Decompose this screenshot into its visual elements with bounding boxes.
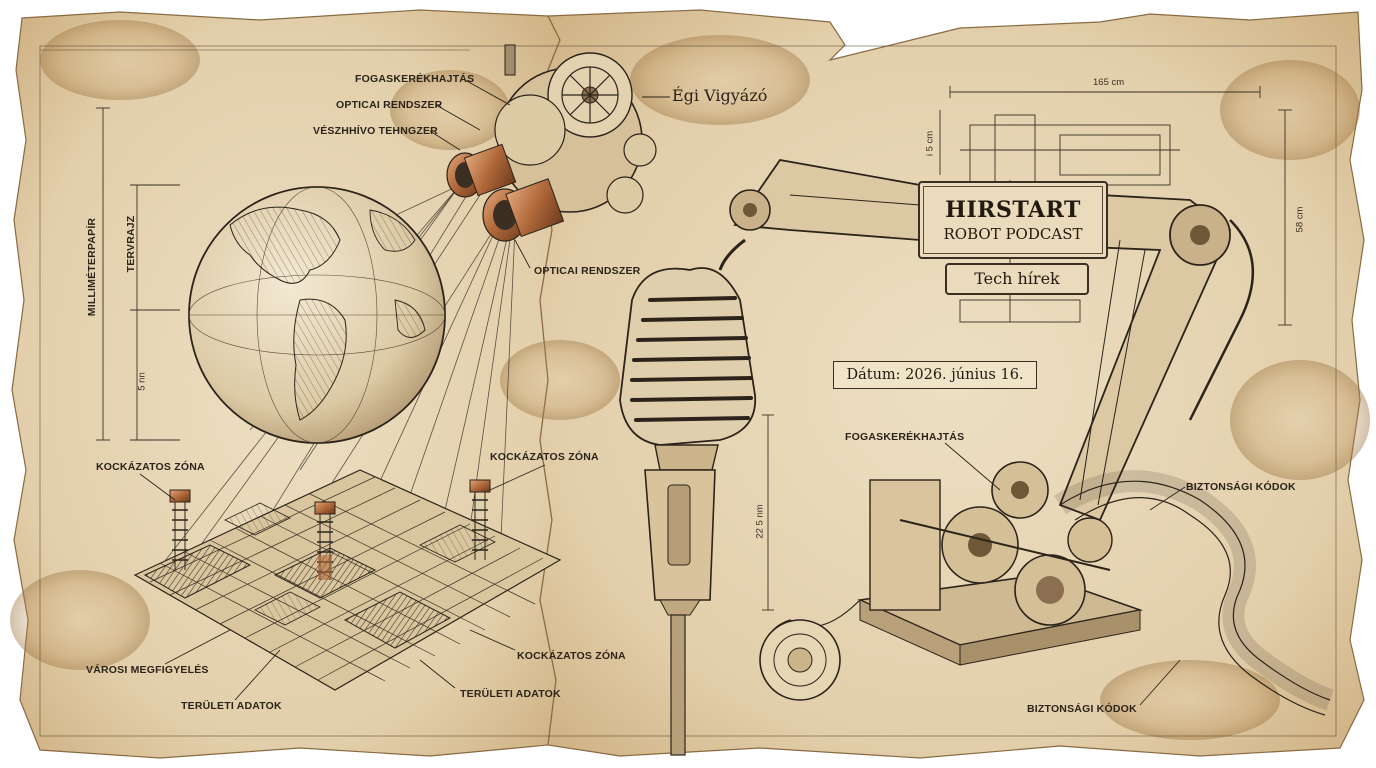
label-gear-drive-top: FOGASKERÉKHAJTÁS (355, 73, 475, 85)
dimension-height-small: i 5 cm (924, 130, 936, 157)
goggle-right (482, 178, 565, 242)
dimension-height-right: 58 cm (1294, 206, 1306, 233)
side-label-blueprint: TERVRAJZ (125, 215, 137, 273)
podcast-subtitle: ROBOT PODCAST (943, 225, 1083, 243)
gear-base-machine (857, 461, 1144, 666)
base-dimension-line (762, 414, 774, 611)
label-risk-zone-center: KOCKÁZATOS ZÓNA (490, 451, 599, 463)
punched-tape (759, 470, 1334, 716)
label-area-data-right: TERÜLETI ADATOK (460, 688, 561, 700)
side-label-graph-paper: MILLIMÉTERPAPÍR (86, 217, 98, 317)
goggle-left (446, 143, 517, 198)
label-area-data-left: TERÜLETI ADATOK (181, 700, 282, 712)
technical-drawing (939, 86, 1292, 326)
globe (188, 186, 446, 444)
label-security-codes-bottom: BIZTONSÁGI KÓDOK (1027, 703, 1137, 715)
label-gear-drive-right: FOGASKERÉKHAJTÁS (845, 431, 965, 443)
left-dimension-lines (96, 107, 180, 441)
dimension-height-left: 5 nn (136, 372, 148, 391)
title-plate: HIRSTART ROBOT PODCAST (918, 181, 1108, 259)
robotic-arm (729, 159, 1255, 522)
label-optical-system-bottom: OPTICAI RENDSZER (534, 265, 641, 277)
city-map (133, 469, 562, 691)
dimension-height-base: 22 5 nm (754, 504, 766, 539)
robot-name-label: Égi Vigyázó (672, 86, 768, 105)
label-optical-system-top: OPTICAI RENDSZER (336, 99, 443, 111)
label-risk-zone-left: KOCKÁZATOS ZÓNA (96, 461, 205, 473)
risk-zone-towers (169, 479, 491, 580)
date-label: Dátum: 2026. június 16. (833, 361, 1037, 389)
dimension-width-top: 165 cm (1093, 77, 1125, 88)
podcast-title: HIRSTART (945, 197, 1081, 223)
microphone (619, 238, 757, 756)
label-urban-monitoring: VÁROSI MEGFIGYELÉS (86, 664, 209, 676)
sky-guardian-robot (446, 44, 657, 242)
label-risk-zone-bottom: KOCKÁZATOS ZÓNA (517, 650, 626, 662)
label-emergency-system: VÉSZHHÍVO TEHNGZER (313, 125, 438, 137)
tech-news-tag: Tech hírek (945, 263, 1089, 295)
label-security-codes-top: BIZTONSÁGI KÓDOK (1186, 481, 1296, 493)
label-leader-lines (139, 79, 1186, 706)
